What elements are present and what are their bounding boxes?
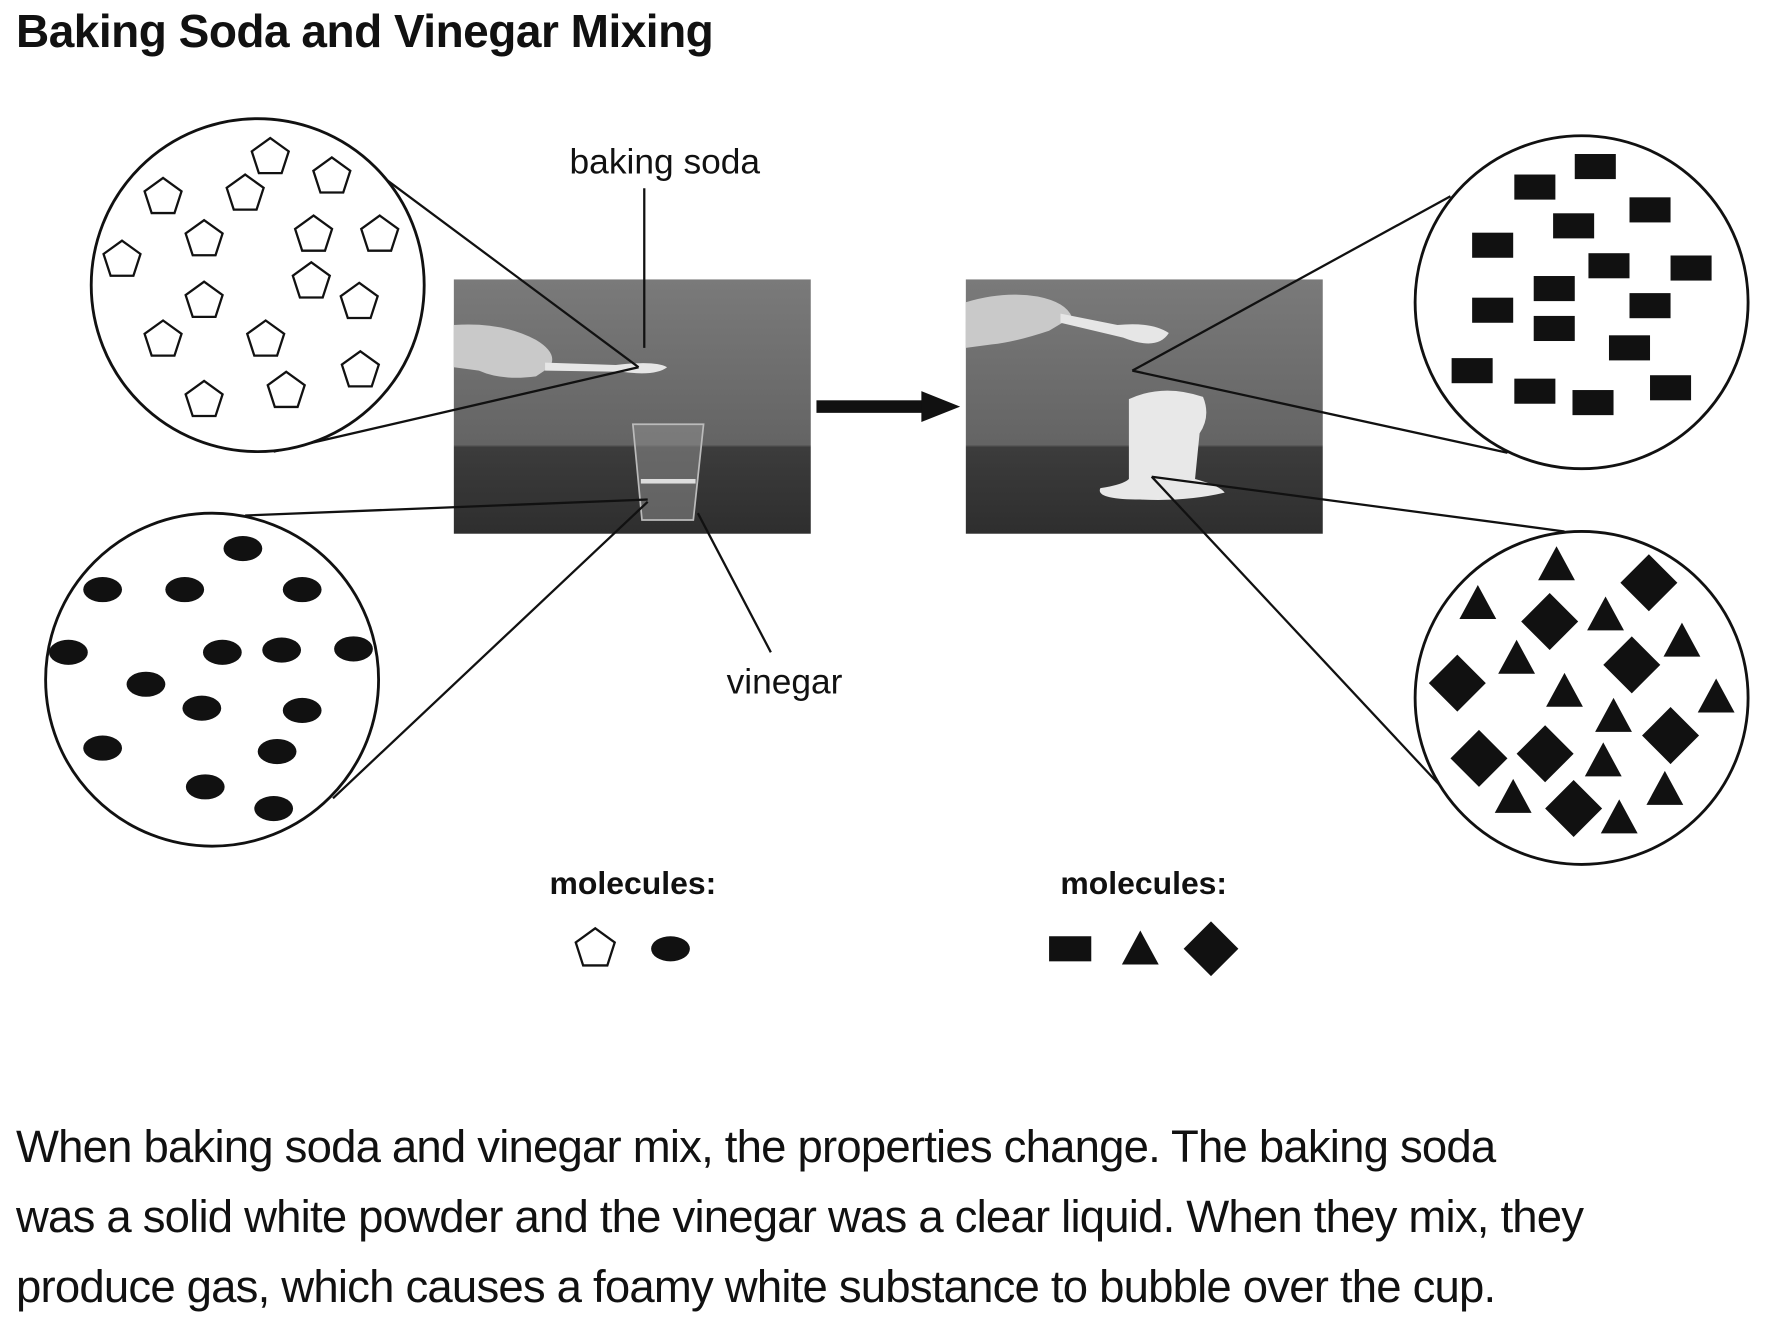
oval-molecule (334, 636, 373, 662)
pentagon-molecule (102, 239, 142, 277)
pentagon-molecule (250, 136, 291, 175)
rectangle-molecule (1608, 335, 1651, 361)
explanation-paragraph: When baking soda and vinegar mix, the pr… (16, 1112, 1584, 1322)
diamond-molecule (1428, 654, 1486, 712)
oval-molecule (254, 795, 294, 822)
rectangle-molecule (1514, 174, 1556, 200)
oval-molecule (49, 639, 88, 665)
pentagon-molecule (184, 379, 224, 418)
pentagon-molecule (293, 214, 334, 252)
diamond-molecule (1620, 554, 1678, 612)
pentagon-molecule (340, 349, 381, 388)
rectangle-molecule (1451, 358, 1493, 384)
triangle-molecule (1663, 622, 1701, 657)
triangle-molecule (1595, 697, 1632, 732)
foam (1099, 390, 1225, 500)
pentagon-molecule (266, 370, 307, 409)
pentagon-molecule (143, 319, 183, 357)
paragraph-line: was a solid white powder and the vinegar… (16, 1191, 1584, 1242)
rectangle-molecule (1533, 276, 1575, 302)
pentagon-molecule (225, 173, 265, 211)
rectangle-molecule (1533, 315, 1575, 342)
spoon (1060, 313, 1169, 344)
pentagon-molecule (359, 214, 400, 252)
callout-lines (245, 161, 1565, 800)
oval-molecule (262, 637, 302, 663)
pentagon-molecule (184, 218, 224, 257)
legend-pentagon-icon (574, 926, 617, 967)
page-title: Baking Soda and Vinegar Mixing (16, 5, 714, 57)
pentagon-molecule (245, 319, 286, 357)
rectangle-molecule (1472, 297, 1514, 323)
arrow-icon (816, 391, 961, 422)
rectangle-molecule (1553, 213, 1595, 239)
pentagon-molecule (291, 260, 332, 299)
triangle-molecule (1584, 742, 1622, 777)
rectangle-molecule (1514, 378, 1556, 404)
oval-molecule (202, 639, 242, 665)
triangle-molecule (1546, 672, 1583, 707)
legend-diamond-icon (1183, 921, 1239, 977)
hand (965, 294, 1072, 348)
pentagon-molecule (143, 176, 183, 215)
triangle-molecule (1494, 778, 1532, 813)
rectangle-molecule (1650, 375, 1692, 401)
oval-molecule (83, 577, 123, 603)
hand (453, 324, 553, 378)
oval-molecule (182, 695, 222, 721)
triangle-molecule (1697, 678, 1735, 713)
label-vinegar: vinegar (727, 662, 843, 701)
legend-rectangle-icon (1049, 936, 1092, 962)
oval-molecule (165, 577, 205, 603)
oval-molecule (83, 735, 123, 761)
triangle-molecule (1587, 596, 1624, 631)
rectangle-molecule (1588, 253, 1630, 279)
legend-after-label: molecules: (1060, 865, 1227, 901)
photo-before (453, 279, 811, 534)
zoom-circle-gas (1413, 134, 1750, 471)
triangle-molecule (1498, 639, 1536, 674)
label-baking-soda: baking soda (570, 142, 761, 181)
legend-before-label: molecules: (550, 865, 717, 901)
triangle-molecule (1646, 770, 1684, 805)
rectangle-molecule (1572, 390, 1614, 416)
oval-molecule (282, 697, 322, 724)
oval-molecule (126, 671, 166, 697)
oval-molecule (257, 738, 297, 765)
photo-after (965, 279, 1323, 534)
pentagon-molecule (184, 280, 224, 318)
rectangle-molecule (1629, 197, 1671, 223)
rectangle-molecule (1574, 154, 1616, 180)
pentagon-molecule (312, 156, 352, 194)
rectangle-molecule (1629, 293, 1671, 319)
triangle-molecule (1600, 799, 1638, 834)
diamond-molecule (1642, 707, 1700, 765)
rectangle-molecule (1670, 255, 1712, 281)
paragraph-line: When baking soda and vinegar mix, the pr… (16, 1121, 1496, 1172)
cup (631, 423, 705, 521)
triangle-molecule (1459, 585, 1497, 619)
oval-molecule (282, 577, 322, 603)
oval-molecule (185, 774, 225, 800)
oval-molecule (223, 536, 263, 562)
pentagon-molecule (339, 281, 380, 320)
paragraph-line: produce gas, which causes a foamy white … (16, 1261, 1496, 1312)
rectangle-molecule (1472, 232, 1514, 258)
diamond-molecule (1516, 725, 1574, 783)
diamond-molecule (1545, 780, 1603, 838)
triangle-molecule (1538, 546, 1575, 581)
legend-oval-icon (651, 936, 690, 962)
legend-triangle-icon (1121, 930, 1159, 965)
